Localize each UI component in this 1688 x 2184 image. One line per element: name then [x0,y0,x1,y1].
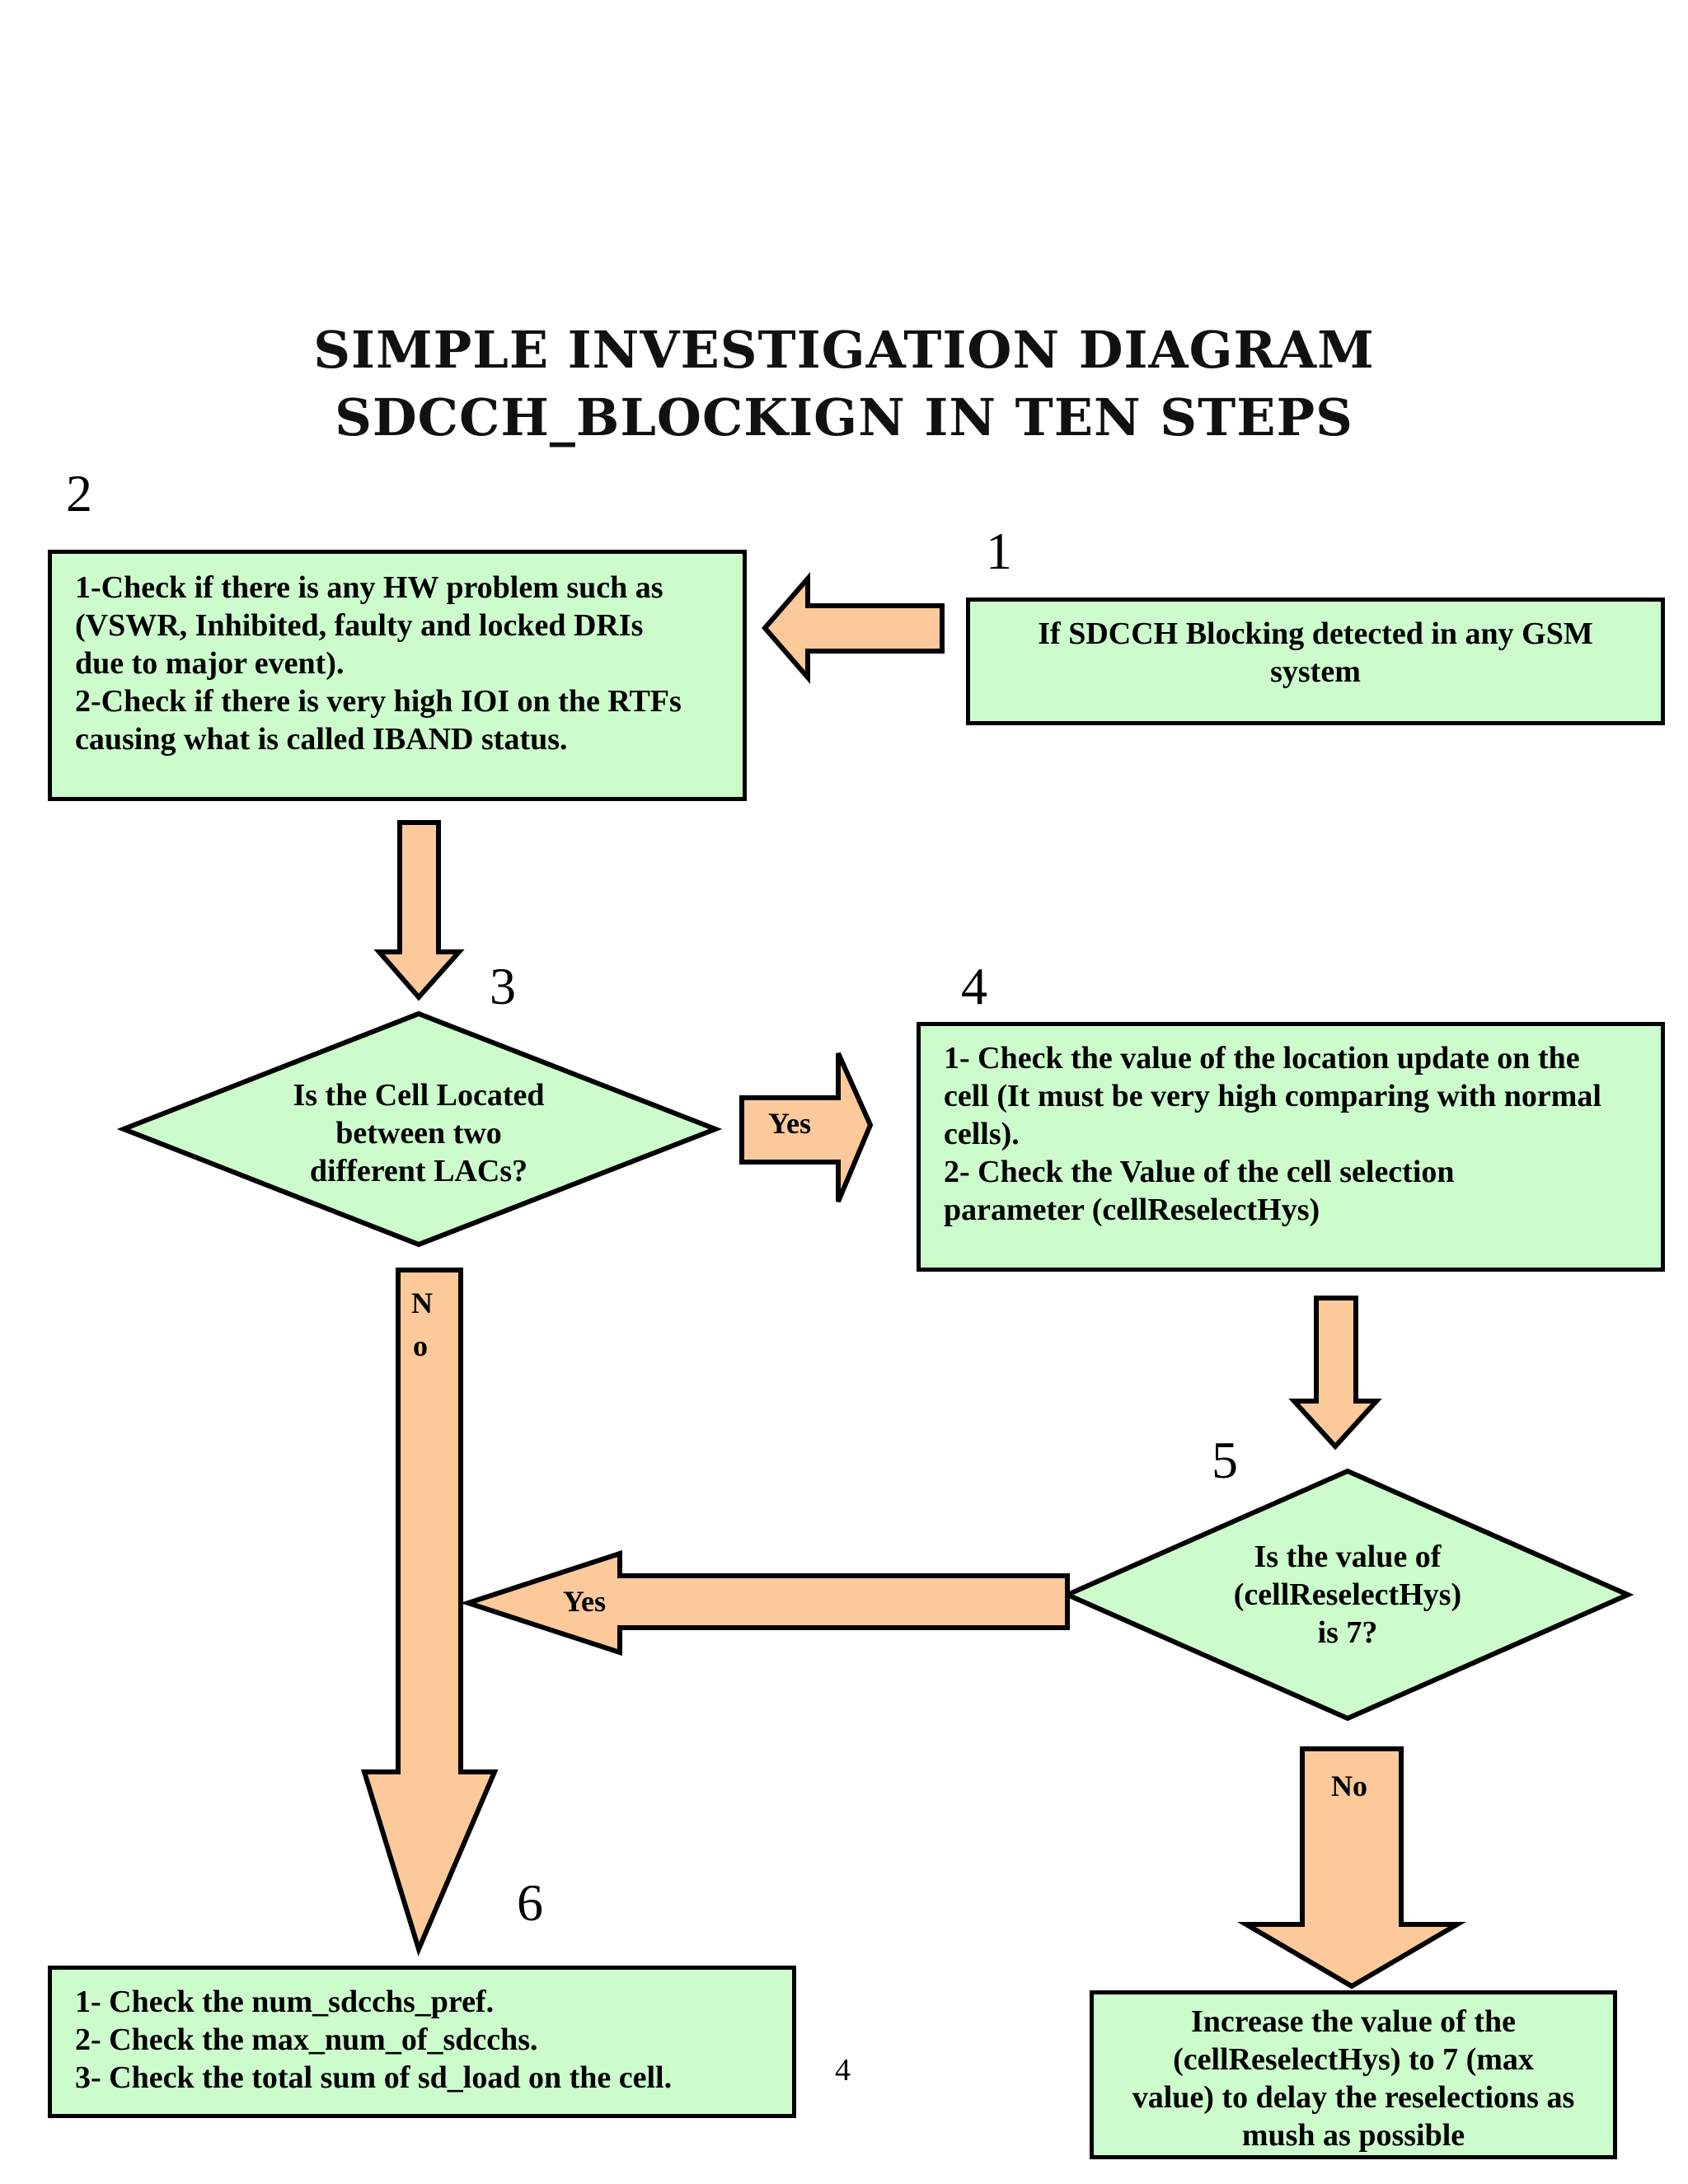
step-number-5: 5 [1212,1431,1238,1489]
label-yes-step5: Yes [563,1585,606,1618]
step-number-1: 1 [986,522,1012,580]
arrow-step2-to-step3 [373,820,465,1001]
step5-line: Is the value of [1254,1540,1442,1574]
label-no-step3-o: o [413,1329,428,1362]
arrow-step5-no-down [1236,1746,1467,1990]
step3-line: Is the Cell Located [293,1078,545,1113]
step2-line: due to major event). [75,646,345,681]
step1-text: If SDCCH Blocking detected in any GSM sy… [1038,616,1593,689]
label-no-step5: No [1331,1769,1367,1802]
step2-box: 1-Check if there is any HW problem such … [48,550,747,801]
step6-line: 1- Check the num_sdcchs_pref. [75,1985,495,2019]
arrow-step3-no-to-step6 [360,1268,499,1957]
step-number-6: 6 [517,1873,543,1932]
step2-line: 2-Check if there is very high IOI on the… [75,684,682,719]
step4-line: 2- Check the Value of the cell selection [944,1155,1455,1189]
step4-line: parameter (cellReselectHys) [944,1193,1320,1227]
diagram-title-line-2: SDCCH_BLOCKIGN IN TEN STEPS [335,387,1353,448]
arrow-step1-to-step2 [762,571,945,685]
arrow-step3-yes-to-step4 [739,1052,874,1203]
step2-line: causing what is called IBAND status. [75,722,568,757]
step6-line: 2- Check the max_num_of_sdcchs. [75,2022,538,2057]
step4-line: cells). [944,1117,1020,1151]
step7-line: value) to delay the reselections as [1132,2080,1575,2115]
step7-line: (cellReselectHys) to 7 (max [1173,2042,1534,2077]
step-number-4: 4 [961,957,987,1015]
label-yes-step3: Yes [768,1107,811,1140]
step5-line: (cellReselectHys) [1233,1577,1462,1612]
step1-box: If SDCCH Blocking detected in any GSM sy… [966,598,1665,725]
step4-box: 1- Check the value of the location updat… [917,1022,1665,1272]
arrow-step4-to-step5 [1288,1296,1382,1451]
step-number-2: 2 [66,464,92,523]
step2-line: (VSWR, Inhibited, faulty and locked DRIs [75,608,644,643]
step3-line: different LACs? [309,1154,528,1188]
step7-line: mush as possible [1241,2118,1465,2153]
step4-line: cell (It must be very high comparing wit… [944,1079,1601,1113]
decision-diamond-step5 [1061,1468,1634,1722]
step5-question: Is the value of (cellReselectHys) is 7? [1179,1538,1517,1652]
page-number: 4 [835,2053,851,2088]
step7-line: Increase the value of the [1190,2004,1516,2039]
step-number-3: 3 [490,957,516,1015]
step2-line: 1-Check if there is any HW problem such … [75,570,663,605]
step6-box: 1- Check the num_sdcchs_pref. 2- Check t… [48,1966,796,2118]
step6-line: 3- Check the total sum of sd_load on the… [75,2060,673,2095]
diagram-title-line-1: SIMPLE INVESTIGATION DIAGRAM [313,320,1375,380]
step4-line: 1- Check the value of the location updat… [944,1041,1580,1076]
step5-line: is 7? [1317,1615,1378,1650]
arrow-step5-yes-left [460,1549,1070,1657]
step3-question: Is the Cell Located between two differen… [239,1076,598,1188]
step7-box: Increase the value of the (cellReselectH… [1090,1990,1617,2159]
step3-line: between two [335,1116,502,1151]
label-no-step3-n: N [411,1286,433,1319]
decision-diamond-step3 [116,1010,723,1248]
